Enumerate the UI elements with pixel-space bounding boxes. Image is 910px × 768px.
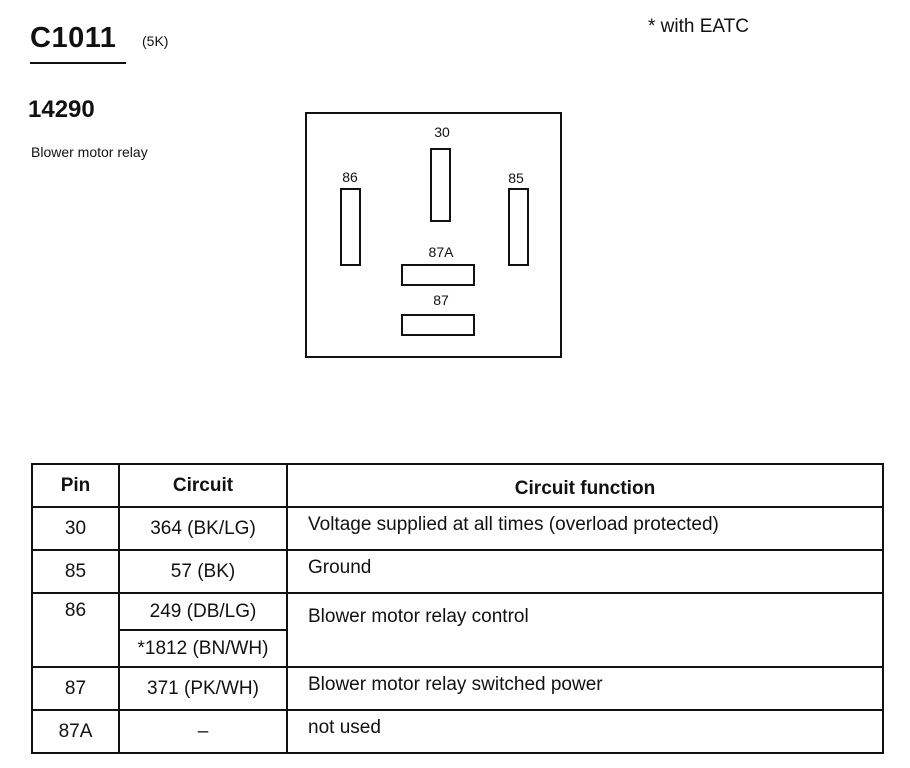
pinout-table: Pin Circuit Circuit function 30 364 (BK/…: [31, 463, 884, 754]
table-row: 85 57 (BK) Ground: [31, 549, 884, 594]
cell-pin: 85: [31, 549, 120, 594]
part-number: 14290: [28, 96, 95, 123]
pin-label-87a: 87A: [428, 244, 454, 260]
cell-function: not used: [286, 709, 884, 754]
cell-pin: 86: [31, 592, 120, 668]
connector-id-underline: [30, 62, 126, 64]
header-pin: Pin: [31, 463, 120, 508]
cell-circuit: 249 (DB/LG): [118, 592, 288, 631]
terminal-86: [340, 188, 361, 266]
part-name: Blower motor relay: [31, 144, 148, 160]
table-row: 30 364 (BK/LG) Voltage supplied at all t…: [31, 506, 884, 551]
cell-function: Ground: [286, 549, 884, 594]
terminal-30: [430, 148, 451, 222]
cell-circuit: 57 (BK): [118, 549, 288, 594]
cell-function: Voltage supplied at all times (overload …: [286, 506, 884, 551]
pin-label-30: 30: [434, 124, 450, 140]
cell-pin: 87: [31, 666, 120, 711]
cell-pin: 30: [31, 506, 120, 551]
table-header-row: Pin Circuit Circuit function: [31, 463, 884, 508]
connector-id: C1011: [30, 22, 117, 54]
cell-circuit: 364 (BK/LG): [118, 506, 288, 551]
table-row: 87 371 (PK/WH) Blower motor relay switch…: [31, 666, 884, 711]
table-row: 87A – not used: [31, 709, 884, 754]
cell-function: Blower motor relay control: [286, 592, 884, 668]
cell-circuit: –: [118, 709, 288, 754]
pin-label-85: 85: [508, 170, 524, 186]
footnote: * with EATC: [648, 16, 750, 37]
header-function: Circuit function: [286, 463, 884, 508]
pin-label-86: 86: [342, 169, 358, 185]
table-row: 86 249 (DB/LG) Blower motor relay contro…: [31, 592, 884, 668]
header-circuit: Circuit: [118, 463, 288, 508]
cell-circuit: 371 (PK/WH): [118, 666, 288, 711]
terminal-85: [508, 188, 529, 266]
cell-pin: 87A: [31, 709, 120, 754]
pin-label-87: 87: [433, 292, 449, 308]
terminal-87: [401, 314, 475, 336]
cell-function: Blower motor relay switched power: [286, 666, 884, 711]
table-row: *1812 (BN/WH): [32, 629, 883, 668]
terminal-87a: [401, 264, 475, 286]
cell-circuit-alt: *1812 (BN/WH): [118, 629, 288, 668]
relay-connector-diagram: 30 86 85 87A 87: [305, 112, 562, 358]
connector-code: (5K): [142, 33, 169, 49]
